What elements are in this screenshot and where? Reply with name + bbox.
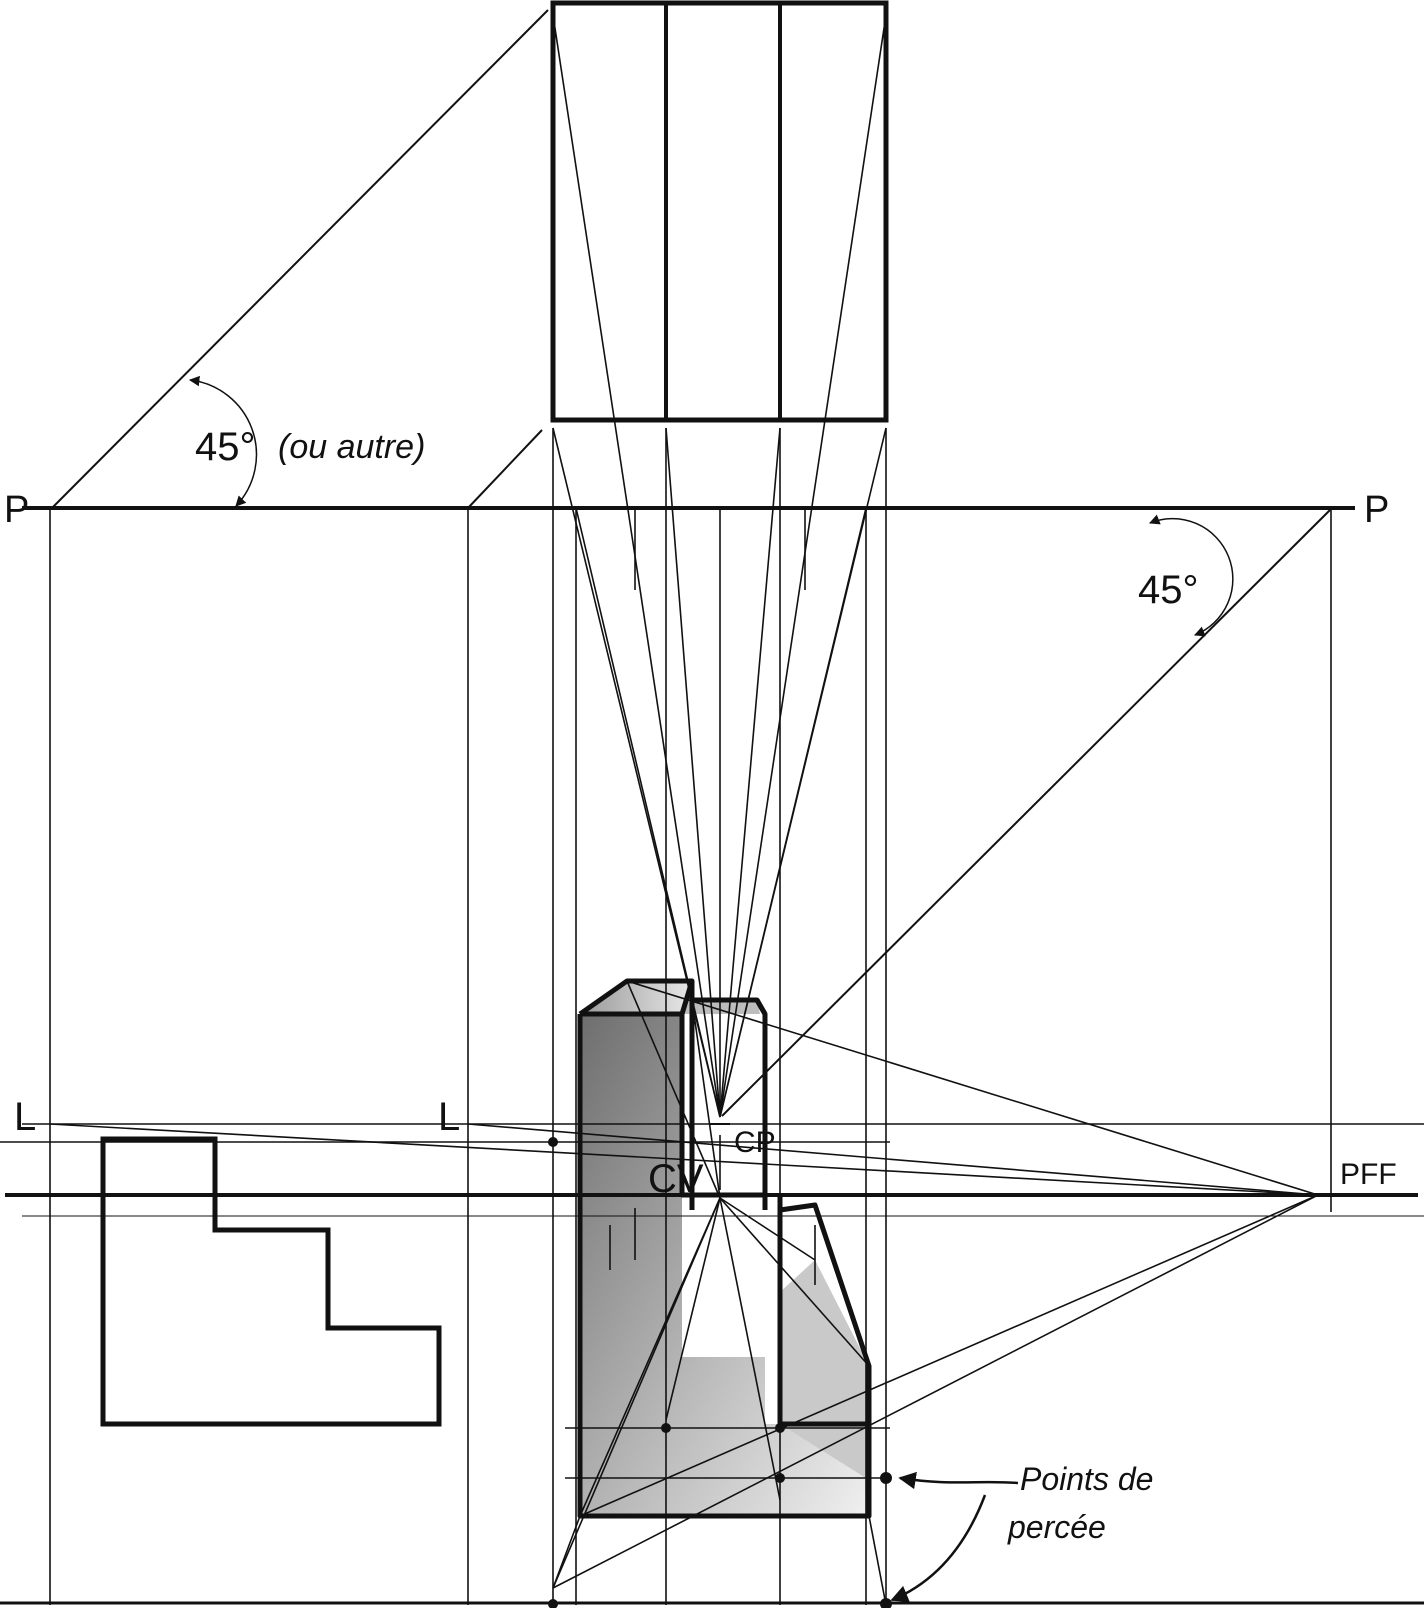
leader-arrows <box>890 1471 1019 1603</box>
label-p-right: P <box>1364 489 1389 531</box>
perspective-lines <box>49 980 1319 1606</box>
label-cp: CP <box>734 1126 776 1159</box>
label-l-left: L <box>14 1095 36 1139</box>
plan-view <box>550 0 889 423</box>
label-points-line1: Points de <box>1020 1461 1153 1497</box>
object-outline <box>577 978 872 1519</box>
reference-lines <box>0 506 1424 1605</box>
label-cv: CV <box>648 1157 704 1201</box>
label-angle-right: 45° <box>1138 568 1199 612</box>
label-pff: PFF <box>1340 1158 1397 1191</box>
top-face-shade-2 <box>682 981 760 1014</box>
top-face-shade-1 <box>580 981 692 1014</box>
label-points-line2: percée <box>1007 1509 1106 1545</box>
label-l-mid: L <box>438 1095 460 1139</box>
label-angle-left: 45° <box>195 425 256 469</box>
label-p-left: P <box>4 489 29 531</box>
side-elevation <box>100 1136 442 1427</box>
piercing-points <box>548 1137 892 1608</box>
angle-construction <box>51 9 1331 1117</box>
label-angle-note: (ou autre) <box>278 428 425 466</box>
